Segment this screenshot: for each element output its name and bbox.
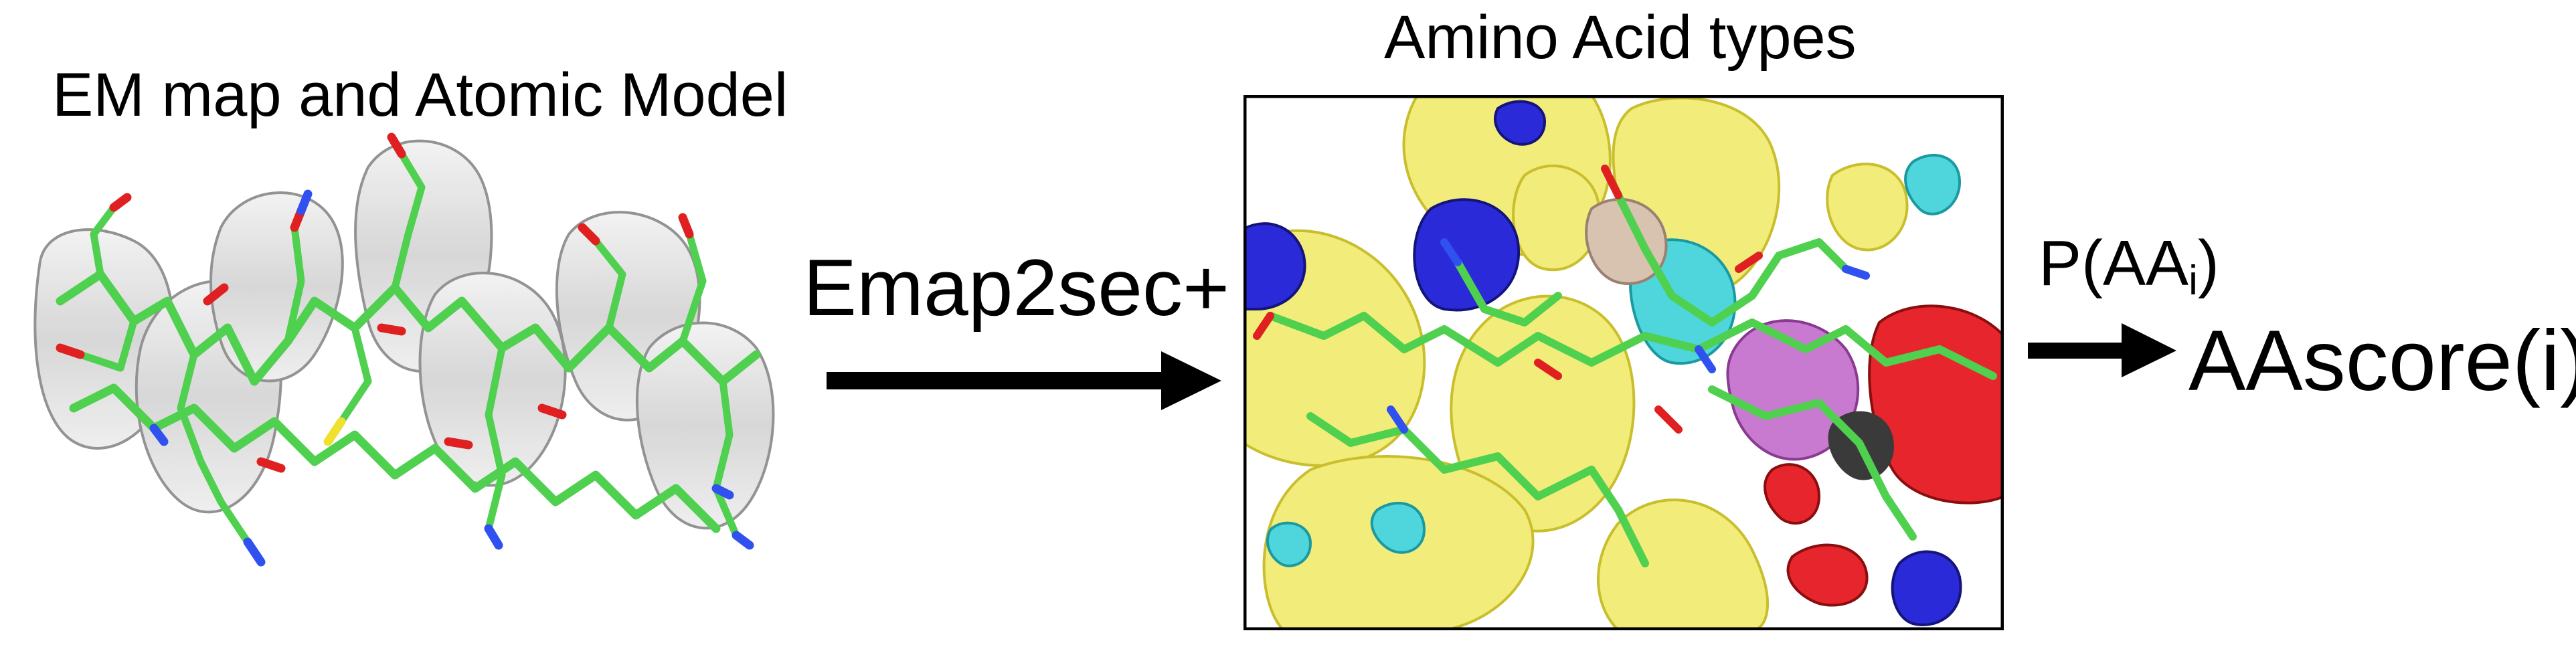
probability-prefix: P(AA (2039, 227, 2189, 299)
arrow-right-icon (2028, 323, 2176, 377)
heteroatoms (56, 132, 754, 567)
aascore-label: AAscore(i) (2188, 313, 2576, 409)
em-map-atomic-model-image (33, 132, 775, 567)
probability-subscript: i (2188, 258, 2198, 304)
amino-acid-type-map-image (1243, 95, 2004, 630)
atomic-model-sticks (56, 150, 761, 546)
em-map-title: EM map and Atomic Model (52, 61, 788, 129)
probability-suffix: ) (2197, 227, 2219, 299)
amino-acid-types-title: Amino Acid types (1384, 3, 1857, 72)
arrow-right-icon (827, 351, 1221, 410)
probability-label: P(AAi) (2039, 232, 2219, 302)
emap2sec-plus-label: Emap2sec+ (803, 243, 1230, 333)
density-surface (33, 139, 775, 530)
